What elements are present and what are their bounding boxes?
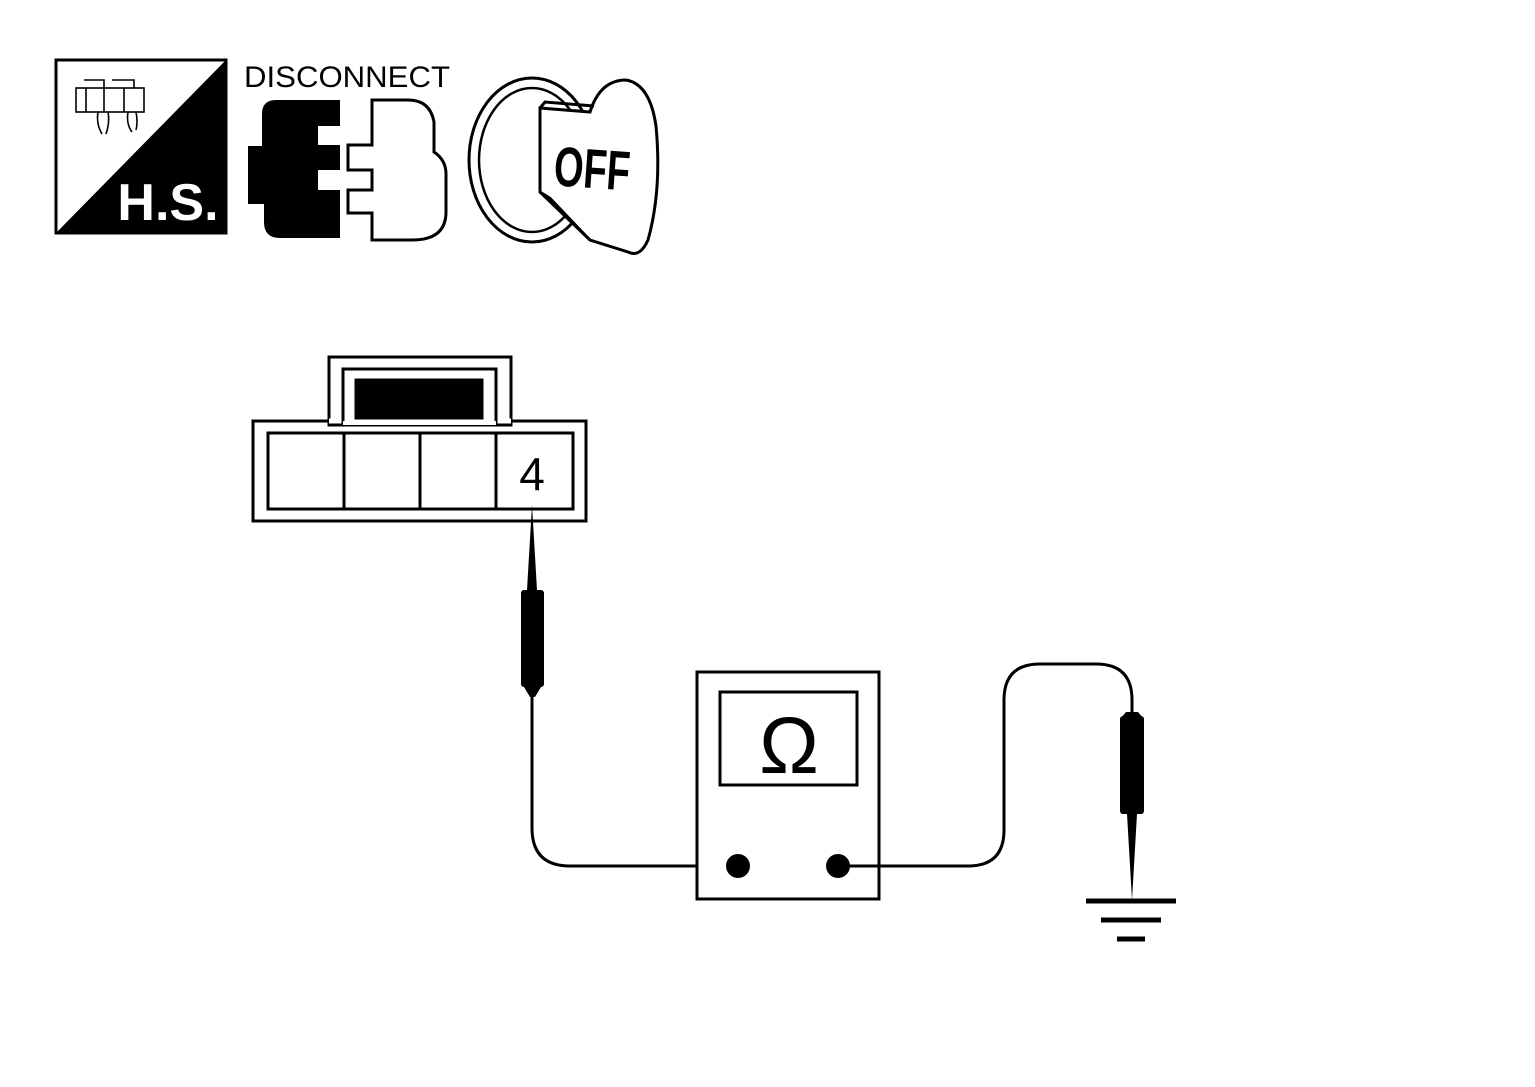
hs-harness-icon: H.S.: [54, 58, 228, 235]
disconnect-label: DISCONNECT: [244, 61, 450, 94]
test-lead-left: [530, 697, 738, 868]
ignition-key-icon: [538, 78, 660, 255]
ohmmeter: Ω: [695, 670, 881, 901]
connector-lock-latch: [354, 378, 484, 420]
test-probe-left: [521, 505, 544, 697]
ignition-off-icon: OFF: [467, 76, 660, 255]
disconnect-icon: DISCONNECT: [244, 61, 450, 242]
ohmmeter-display: [718, 690, 859, 787]
ohmmeter-unit-symbol: Ω: [759, 701, 819, 790]
connector-terminal-4-label: 4: [519, 448, 545, 500]
connector-plug-icon: [248, 100, 340, 238]
ground-symbol-icon: [1086, 898, 1176, 942]
connector-socket-icon: [346, 98, 448, 242]
ohmmeter-terminal-left: [726, 854, 750, 878]
harness-connector: [251, 355, 588, 523]
ignition-off-label: OFF: [552, 134, 632, 202]
test-lead-right: [838, 662, 1134, 868]
hs-label: H.S.: [117, 174, 218, 232]
test-probe-right: [1120, 712, 1144, 900]
harness-connector-sketch-icon: [75, 79, 145, 135]
